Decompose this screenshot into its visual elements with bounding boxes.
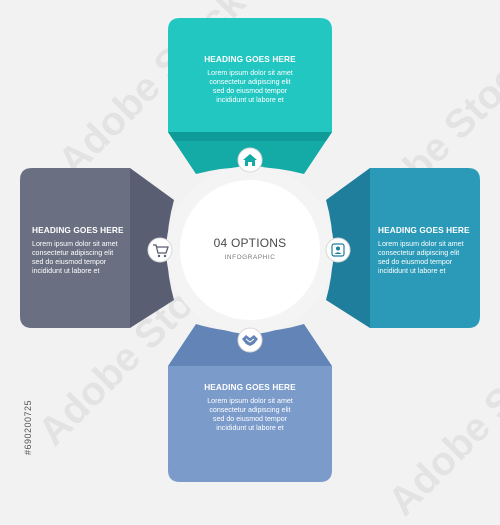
user-icon bbox=[331, 243, 345, 257]
center-label: 04 OPTIONS INFOGRAPHIC bbox=[180, 236, 320, 261]
center-subtitle: INFOGRAPHIC bbox=[224, 254, 276, 261]
option-body-line: sed do eiusmod tempor bbox=[32, 258, 107, 266]
option-heading: HEADING GOES HERE bbox=[204, 382, 296, 392]
option-body-line: sed do eiusmod tempor bbox=[212, 415, 288, 423]
option-heading: HEADING GOES HERE bbox=[204, 54, 296, 64]
option-heading: HEADING GOES HERE bbox=[32, 225, 124, 235]
stock-id: #690200725 bbox=[23, 399, 33, 455]
option-body-line: consectetur adipiscing elit bbox=[32, 249, 114, 257]
infographic-shapes bbox=[20, 18, 480, 482]
option-body: Lorem ipsum dolor sit amet consectetur a… bbox=[168, 69, 332, 105]
option-left-text: HEADING GOES HERE Lorem ipsum dolor sit … bbox=[20, 225, 136, 276]
option-body-line: sed do eiusmod tempor bbox=[378, 258, 453, 266]
option-bottom-text: HEADING GOES HERE Lorem ipsum dolor sit … bbox=[168, 382, 332, 433]
option-body-line: Lorem ipsum dolor sit amet bbox=[207, 69, 293, 77]
option-right-card bbox=[370, 168, 480, 328]
option-top-connector-shade bbox=[168, 132, 332, 141]
option-body-line: incididunt ut labore et bbox=[216, 96, 284, 104]
user-icon-badge bbox=[325, 237, 351, 263]
handshake-icon-badge bbox=[237, 327, 263, 353]
option-bottom-card bbox=[168, 366, 332, 482]
option-body-line: consectetur adipiscing elit bbox=[378, 249, 460, 257]
option-body-line: Lorem ipsum dolor sit amet bbox=[378, 240, 464, 248]
option-right-text: HEADING GOES HERE Lorem ipsum dolor sit … bbox=[376, 225, 480, 276]
center-circle bbox=[180, 180, 320, 320]
option-body-line: incididunt ut labore et bbox=[32, 267, 100, 275]
handshake-icon bbox=[242, 335, 258, 346]
home-icon bbox=[243, 154, 257, 166]
shopping-cart-icon bbox=[153, 244, 169, 258]
option-body-line: Lorem ipsum dolor sit amet bbox=[207, 397, 293, 405]
option-body-line: Lorem ipsum dolor sit amet bbox=[32, 240, 118, 248]
option-body-line: sed do eiusmod tempor bbox=[212, 87, 288, 95]
home-icon-badge bbox=[237, 147, 263, 173]
option-heading: HEADING GOES HERE bbox=[378, 225, 470, 235]
infographic-canvas: Adobe Stock Adobe Stock Adobe Stock Adob… bbox=[20, 0, 500, 524]
option-left-card bbox=[20, 168, 130, 328]
option-body-line: consectetur adipiscing elit bbox=[209, 406, 291, 414]
option-body-line: incididunt ut labore et bbox=[216, 424, 284, 432]
option-body: Lorem ipsum dolor sit amet consectetur a… bbox=[378, 240, 480, 276]
option-body: Lorem ipsum dolor sit amet consectetur a… bbox=[168, 397, 332, 433]
option-body-line: incididunt ut labore et bbox=[378, 267, 446, 275]
shopping-cart-icon-badge bbox=[147, 237, 173, 263]
option-top-text: HEADING GOES HERE Lorem ipsum dolor sit … bbox=[168, 54, 332, 105]
option-body-line: consectetur adipiscing elit bbox=[209, 78, 291, 86]
option-body: Lorem ipsum dolor sit amet consectetur a… bbox=[32, 240, 136, 276]
center-title: 04 OPTIONS bbox=[213, 236, 287, 250]
option-top-card bbox=[168, 18, 332, 132]
